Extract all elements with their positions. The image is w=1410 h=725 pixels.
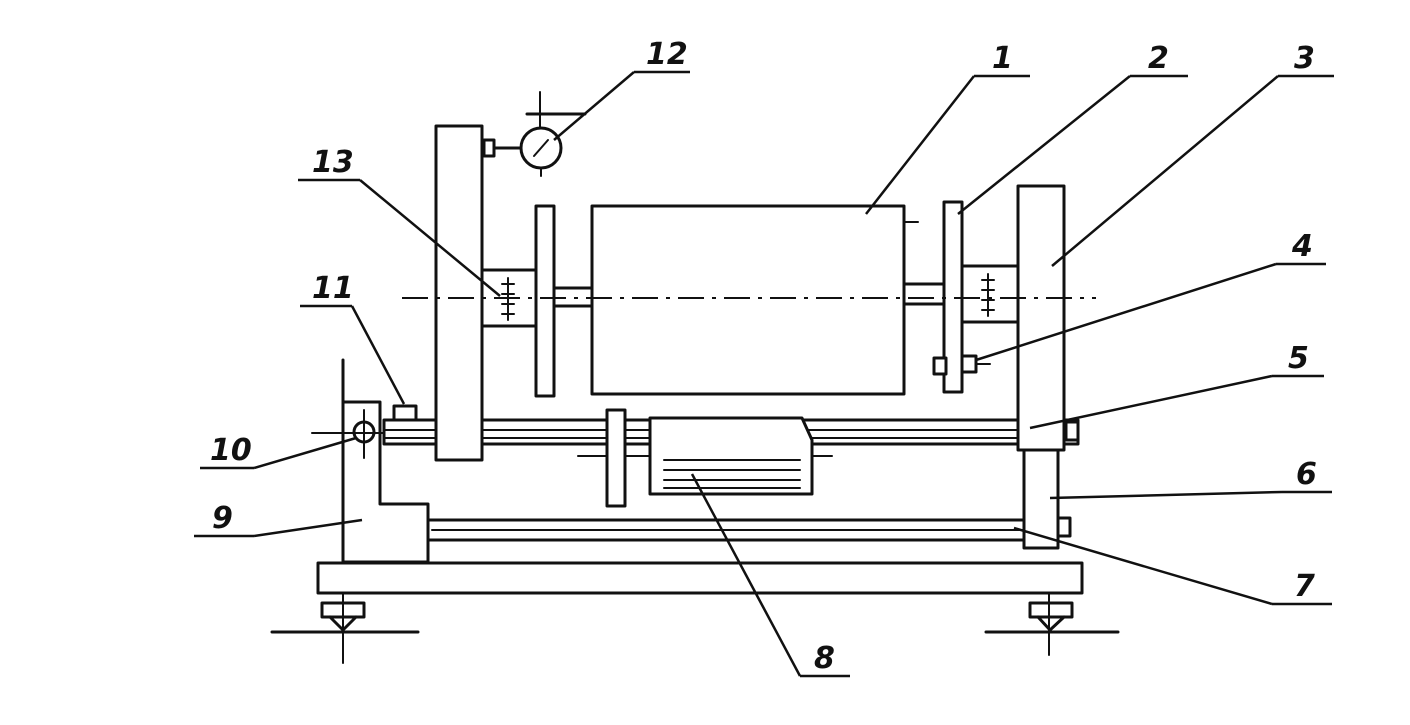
lower-rail [426, 518, 1036, 542]
callout-8: 8 [690, 473, 850, 678]
callout-label: 2 [1148, 41, 1169, 76]
base-frame [270, 561, 1120, 664]
callout-7: 7 [1013, 526, 1332, 606]
callout-label: 13 [312, 145, 354, 180]
callout-2: 2 [957, 41, 1188, 215]
callout-11: 11 [300, 271, 406, 405]
right-pedestal [1016, 184, 1072, 550]
callout-1: 1 [865, 41, 1030, 215]
callout-3: 3 [1051, 41, 1334, 267]
left-bracket [311, 358, 430, 564]
callout-label: 4 [1291, 229, 1313, 264]
callout-label: 5 [1288, 341, 1309, 376]
rotor [552, 204, 946, 396]
callout-12: 12 [553, 37, 690, 141]
callout-label: 10 [210, 433, 252, 468]
dial-indicator [482, 91, 587, 177]
callout-5: 5 [1029, 341, 1324, 430]
callout-9: 9 [194, 501, 363, 538]
right-scale [960, 264, 1020, 324]
callout-label: 1 [992, 41, 1013, 76]
callout-label: 6 [1296, 457, 1317, 492]
callout-label: 7 [1294, 569, 1315, 604]
callout-6: 6 [1049, 457, 1332, 500]
motor [577, 408, 833, 508]
callout-10: 10 [200, 433, 357, 470]
left-plate [534, 204, 556, 398]
callout-label: 8 [814, 641, 835, 676]
callout-label: 9 [212, 501, 233, 536]
callout-label: 3 [1294, 41, 1315, 76]
stop-block [392, 404, 418, 422]
callout-4: 4 [975, 229, 1326, 362]
left-pedestal [434, 124, 484, 462]
callout-label: 11 [312, 271, 354, 306]
callout-13: 13 [298, 145, 501, 297]
callout-label: 12 [646, 37, 688, 72]
